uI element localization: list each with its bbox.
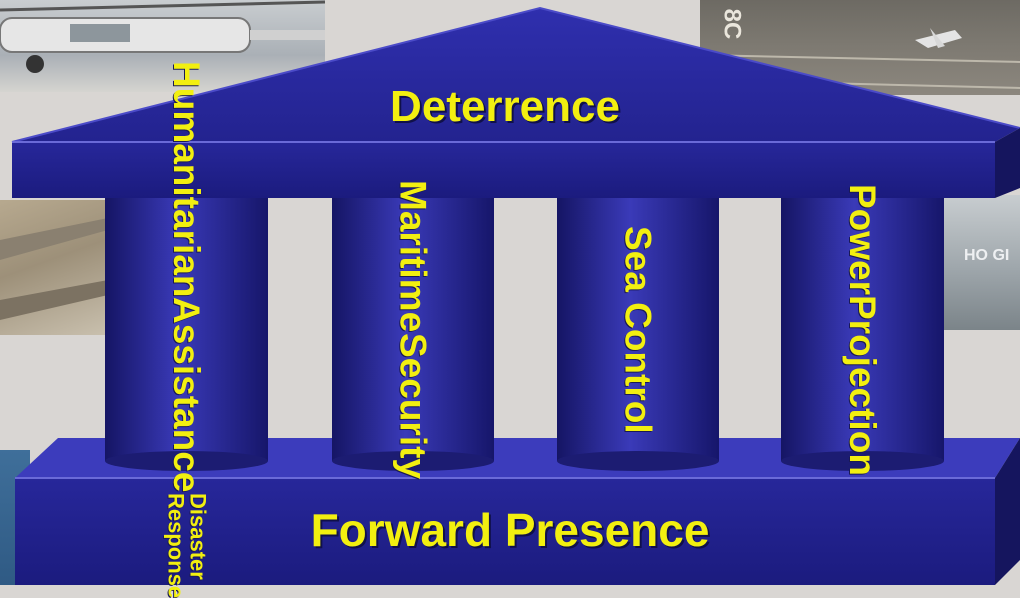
wing-icon <box>0 218 108 320</box>
temple-diagram <box>11 6 1020 585</box>
pillar-power-projection <box>781 198 944 471</box>
roof-pediment <box>11 6 1020 198</box>
pillar-subline: Disaster Response <box>163 492 211 598</box>
pillar-line: Maritime <box>392 180 434 333</box>
pillar-line: Power <box>842 183 883 295</box>
helicopter-icon <box>0 0 325 73</box>
pillar-label-maritime: Maritime Security <box>332 180 494 478</box>
pillar-label-humanitarian: Humanitarian Assistance Disaster Respons… <box>105 61 268 598</box>
ship-hull-photo: HO GI <box>940 195 1020 330</box>
base-label: Forward Presence <box>310 504 710 556</box>
pillar-label-sea-control: Sea Control <box>557 198 719 461</box>
pillar-maritime-security <box>332 198 494 471</box>
aircraft-wing-photo <box>0 200 108 335</box>
pillar-line: Assistance <box>166 297 207 493</box>
roof-label: Deterrence <box>390 82 620 131</box>
pillar-line: Security <box>392 332 434 479</box>
pillar-line: Sea Control <box>617 225 659 434</box>
helicopter-photo <box>0 0 325 92</box>
ship-marking: HO GI <box>964 247 1010 264</box>
pillar-line: Humanitarian <box>166 61 207 298</box>
pillar-label-power: Power Projection <box>781 184 944 476</box>
pillar-humanitarian-assistance <box>105 198 268 471</box>
pillar-sea-control <box>557 198 719 471</box>
pillar-line: Projection <box>842 294 883 476</box>
